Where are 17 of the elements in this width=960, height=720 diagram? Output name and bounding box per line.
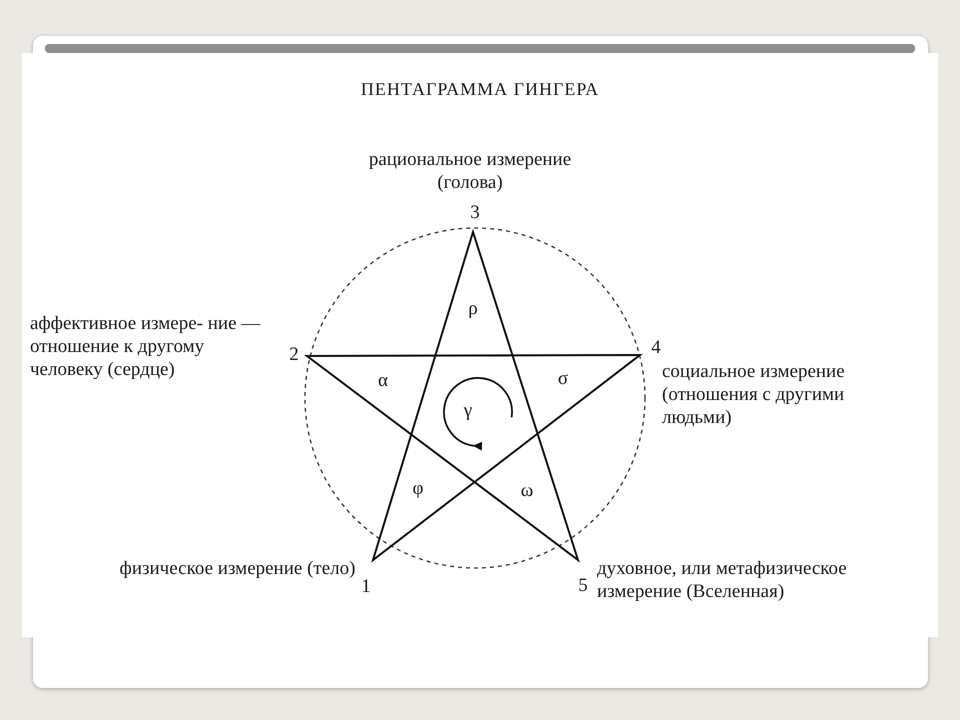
vertex-number: 4	[650, 336, 662, 359]
dimension-label: духовное, или метафизическое измерение (Вселенная)	[597, 557, 848, 603]
title: ПЕНТАГРАММА ГИНГЕРА	[360, 78, 600, 101]
greek-letter: ω	[520, 479, 534, 502]
dimension-label: социальное измерение (отношения с другими людьми)	[662, 360, 846, 429]
dimension-label: физическое измерение (тело)	[118, 557, 356, 580]
greek-letter: γ	[462, 399, 474, 422]
vertex-number: 3	[469, 201, 481, 224]
greek-letter: φ	[412, 477, 424, 500]
greek-letter: σ	[556, 367, 570, 390]
vertex-number: 1	[360, 575, 372, 598]
vertex-number: 2	[288, 343, 300, 366]
vertex-number: 5	[577, 574, 589, 597]
greek-letter: ρ	[467, 297, 479, 320]
dimension-label: рациональное измерение (голова)	[368, 148, 572, 194]
dimension-label: аффективное измере- ние — отношение к другому человеку (сердце)	[30, 312, 262, 381]
greek-letter: α	[377, 369, 389, 392]
